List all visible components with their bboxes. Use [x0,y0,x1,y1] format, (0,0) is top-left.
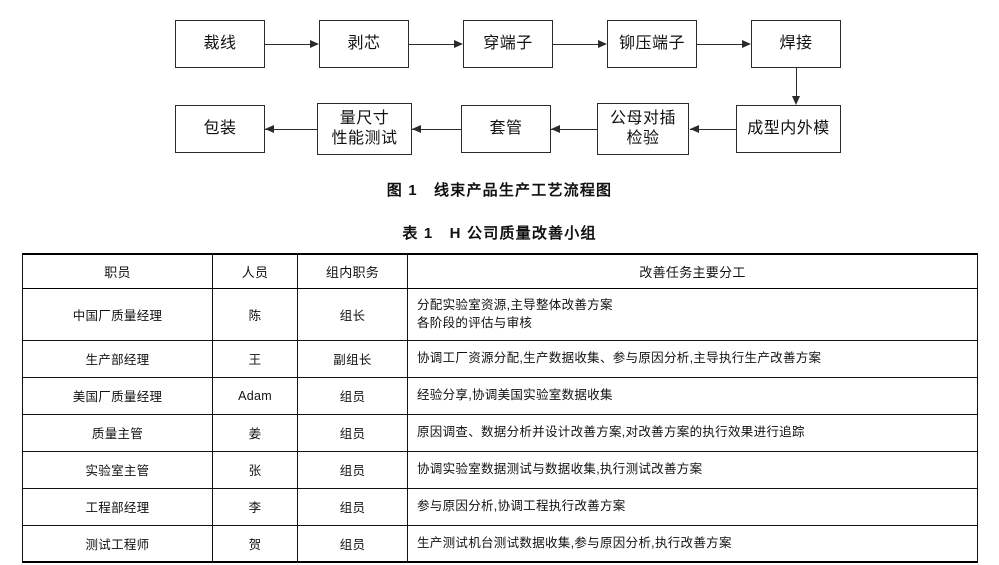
process-flow-diagram: 裁线 剥芯 穿端子 铆压端子 焊接 成型内外模 公母对插 检验 套管 [0,0,999,175]
table-row: 工程部经理李组员参与原因分析,协调工程执行改善方案 [22,487,978,526]
cell-person: 李 [212,487,298,526]
flow-node-insert-terminal: 穿端子 [463,20,553,68]
cell-person: Adam [212,376,298,415]
cell-position: 组员 [297,524,408,563]
table-header-row: 职员 人员 组内职务 改善任务主要分工 [22,253,978,289]
cell-role: 美国厂质量经理 [22,376,213,415]
flow-node-label-line2: 检验 [626,130,660,147]
flow-node-label: 裁线 [203,35,237,53]
quality-improvement-team-table: 职员 人员 组内职务 改善任务主要分工 中国厂质量经理陈组长分配实验室资源,主导… [22,253,978,563]
flow-node-label-line1: 量尺寸 [339,110,390,128]
flow-node-crimp-terminal: 铆压端子 [607,20,697,68]
flow-node-label-line2: 性能测试 [331,130,398,147]
task-line: 分配实验室资源,主导整体改善方案 [417,297,613,312]
flow-node-label: 包装 [203,120,237,138]
arrow-head-icon [551,124,560,133]
connector-mating-check-to-sleeve [551,129,597,130]
cell-role: 工程部经理 [22,487,213,526]
cell-person: 贺 [212,524,298,563]
flow-node-label: 剥芯 [347,35,381,53]
cell-role: 生产部经理 [22,339,213,378]
task-line: 经验分享,协调美国实验室数据收集 [417,388,613,403]
flow-node-welding: 焊接 [751,20,841,68]
table-row: 中国厂质量经理陈组长分配实验室资源,主导整体改善方案各阶段的评估与审核 [22,287,978,341]
arrow-head-icon [454,39,463,48]
cell-position: 组员 [297,376,408,415]
flow-node-sleeve: 套管 [461,105,551,153]
flow-node-label: 穿端子 [483,35,533,53]
connector-strip-to-insert [409,44,455,45]
connector-dimension-test-to-packaging [265,129,317,130]
flow-node-label: 成型内外模 [747,120,830,138]
connector-insert-to-crimp [553,44,599,45]
table-row: 测试工程师贺组员生产测试机台测试数据收集,参与原因分析,执行改善方案 [22,524,978,563]
cell-position: 组员 [297,450,408,489]
arrow-head-icon [598,39,607,48]
cell-person: 张 [212,450,298,489]
table-row: 生产部经理王副组长协调工厂资源分配,生产数据收集、参与原因分析,主导执行生产改善… [22,339,978,378]
cell-role: 质量主管 [22,413,213,452]
table-caption: 表 1 H 公司质量改善小组 [402,225,597,242]
table-row: 实验室主管张组员协调实验室数据测试与数据收集,执行测试改善方案 [22,450,978,489]
flow-node-molding: 成型内外模 [736,105,841,153]
connector-cut-to-strip [265,44,311,45]
connector-welding-to-molding [796,68,797,99]
cell-position: 组员 [297,413,408,452]
cell-role: 实验室主管 [22,450,213,489]
task-line: 原因调查、数据分析并设计改善方案,对改善方案的执行效果进行追踪 [417,425,805,440]
arrow-head-icon [690,124,699,133]
flow-node-label: 焊接 [779,35,813,53]
cell-person: 王 [212,339,298,378]
task-line: 生产测试机台测试数据收集,参与原因分析,执行改善方案 [417,536,732,551]
cell-tasks: 协调实验室数据测试与数据收集,执行测试改善方案 [407,450,978,489]
column-header-tasks: 改善任务主要分工 [407,253,978,289]
cell-role: 测试工程师 [22,524,213,563]
column-header-position: 组内职务 [297,253,408,289]
cell-tasks: 生产测试机台测试数据收集,参与原因分析,执行改善方案 [407,524,978,563]
flow-node-label-line1: 公母对插 [609,110,676,128]
cell-position: 副组长 [297,339,408,378]
cell-tasks: 协调工厂资源分配,生产数据收集、参与原因分析,主导执行生产改善方案 [407,339,978,378]
figure-caption: 图 1 线束产品生产工艺流程图 [386,182,613,199]
column-header-person: 人员 [212,253,298,289]
connector-sleeve-to-dimension-test [412,129,461,130]
task-line: 协调实验室数据测试与数据收集,执行测试改善方案 [417,462,703,477]
column-header-role: 职员 [22,253,213,289]
arrow-head-icon [791,96,800,105]
connector-crimp-to-welding [697,44,743,45]
flow-node-dimension-test: 量尺寸 性能测试 [317,103,412,155]
cell-tasks: 经验分享,协调美国实验室数据收集 [407,376,978,415]
flow-node-label: 铆压端子 [618,35,685,53]
connector-molding-to-mating-check [690,129,736,130]
cell-tasks: 参与原因分析,协调工程执行改善方案 [407,487,978,526]
cell-tasks: 原因调查、数据分析并设计改善方案,对改善方案的执行效果进行追踪 [407,413,978,452]
table-row: 质量主管姜组员原因调查、数据分析并设计改善方案,对改善方案的执行效果进行追踪 [22,413,978,452]
flow-node-packaging: 包装 [175,105,265,153]
cell-person: 陈 [212,287,298,341]
flow-node-mating-check: 公母对插 检验 [597,103,689,155]
flow-node-strip-core: 剥芯 [319,20,409,68]
cell-position: 组长 [297,287,408,341]
task-line: 参与原因分析,协调工程执行改善方案 [417,499,626,514]
arrow-head-icon [310,39,319,48]
arrow-head-icon [412,124,421,133]
task-line: 各阶段的评估与审核 [417,316,533,330]
cell-role: 中国厂质量经理 [22,287,213,341]
flow-node-label: 套管 [489,120,523,138]
cell-position: 组员 [297,487,408,526]
arrow-head-icon [742,39,751,48]
cell-tasks: 分配实验室资源,主导整体改善方案各阶段的评估与审核 [407,287,978,341]
flow-node-cut-wire: 裁线 [175,20,265,68]
cell-person: 姜 [212,413,298,452]
arrow-head-icon [265,124,274,133]
task-line: 协调工厂资源分配,生产数据收集、参与原因分析,主导执行生产改善方案 [417,351,822,366]
